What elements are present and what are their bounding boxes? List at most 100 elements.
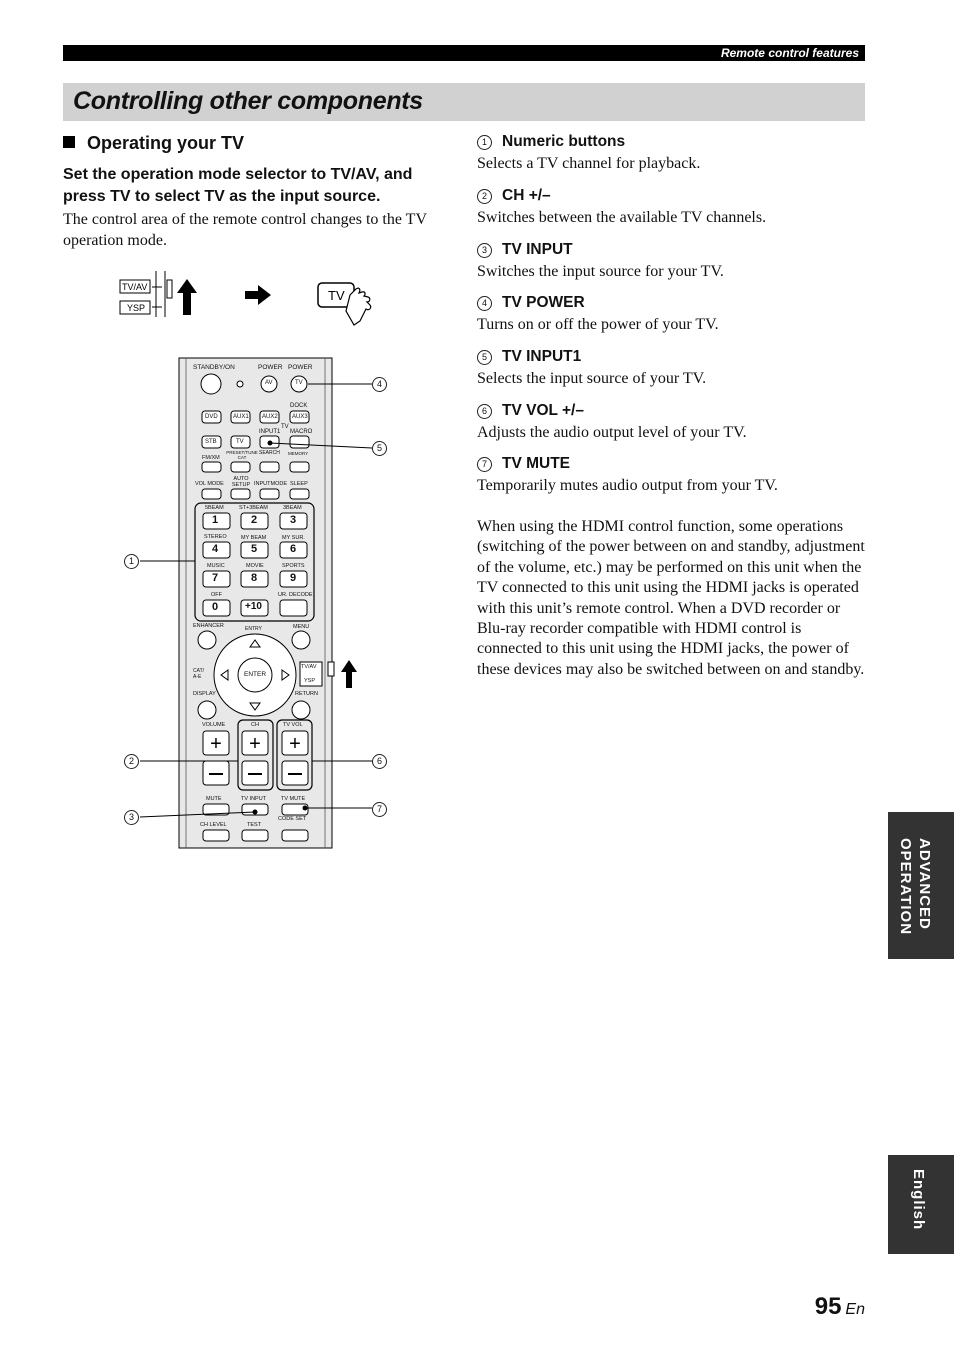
remote-label-urdecode: UR. DECODE bbox=[278, 592, 313, 598]
callout-2: 2 bbox=[124, 754, 139, 769]
item-title: TV VOL +/– bbox=[502, 402, 584, 419]
selector-label-ysp: YSP bbox=[127, 303, 145, 313]
item-title: Numeric buttons bbox=[502, 133, 626, 150]
remote-label-memory: MEMORY bbox=[288, 451, 309, 456]
remote-selector-ysp: YSP bbox=[304, 678, 316, 684]
remote-label-volmode: VOL MODE bbox=[195, 481, 224, 487]
remote-label-entry: ENTRY bbox=[245, 626, 262, 632]
remote-label-chlevel: CH LEVEL bbox=[200, 822, 227, 828]
item-number: 2 bbox=[477, 189, 492, 204]
remote-label-codeset: CODE SET bbox=[278, 816, 307, 822]
remote-label-5beam: 5BEAM bbox=[205, 505, 224, 511]
remote-digit-6: 6 bbox=[290, 543, 297, 555]
remote-label-auto-setup: AUTO SETUP bbox=[231, 476, 251, 488]
item-number: 4 bbox=[477, 296, 492, 311]
remote-label-power: POWER bbox=[258, 364, 283, 371]
remote-label-sleep: SLEEP bbox=[290, 481, 308, 487]
pointing-hand-icon bbox=[345, 287, 372, 326]
callout-7: 7 bbox=[372, 802, 387, 817]
remote-label-search: SEARCH bbox=[259, 450, 280, 456]
remote-label-dock: DOCK bbox=[290, 403, 308, 409]
remote-label-sports: SPORTS bbox=[282, 563, 305, 569]
page-number-suffix: En bbox=[845, 1301, 865, 1318]
remote-label-off: OFF bbox=[211, 592, 222, 598]
remote-label-volume: VOLUME bbox=[202, 722, 226, 728]
remote-digit-1: 1 bbox=[212, 514, 219, 526]
remote-label-mute: MUTE bbox=[206, 796, 222, 802]
chapter-tab: ADVANCED OPERATION bbox=[888, 812, 954, 959]
remote-btn-dvd: DVD bbox=[205, 414, 218, 420]
remote-label-input1: INPUT1 bbox=[259, 429, 281, 435]
language-tab-label: English bbox=[910, 1169, 927, 1231]
remote-digit-2: 2 bbox=[251, 514, 258, 526]
page-title: Controlling other components bbox=[73, 87, 423, 115]
remote-label-inputmode: INPUTMODE bbox=[254, 481, 287, 487]
chapter-tab-line1: ADVANCED bbox=[916, 838, 933, 930]
instruction-bold: Set the operation mode selector to TV/AV… bbox=[63, 166, 413, 205]
item-number: 3 bbox=[477, 243, 492, 258]
selector-label-tvav: TV/AV bbox=[122, 282, 147, 292]
remote-label-display: DISPLAY bbox=[193, 691, 216, 697]
square-bullet-icon bbox=[63, 136, 75, 148]
remote-label-enhancer: ENHANCER bbox=[193, 623, 224, 629]
hdmi-note: When using the HDMI control function, so… bbox=[477, 518, 865, 678]
remote-btn-tv: TV bbox=[236, 439, 244, 445]
item-desc: Selects a TV channel for playback. bbox=[477, 155, 701, 172]
remote-label-fmxm: FM/XM bbox=[202, 455, 220, 461]
title-bar: Controlling other components bbox=[63, 83, 865, 121]
page-number-value: 95 bbox=[814, 1293, 842, 1320]
svg-text:+: + bbox=[289, 733, 301, 755]
remote-label-st3beam: ST+3BEAM bbox=[239, 505, 268, 511]
instruction-body: The control area of the remote control c… bbox=[63, 211, 427, 249]
arrow-up-icon bbox=[177, 279, 197, 315]
remote-label-tv-small: TV bbox=[281, 424, 289, 430]
section-heading-text: Operating your TV bbox=[87, 133, 245, 153]
remote-btn-aux1: AUX1 bbox=[233, 414, 249, 420]
svg-text:+: + bbox=[210, 733, 222, 755]
item-desc: Adjusts the audio output level of your T… bbox=[477, 424, 747, 441]
remote-btn-aux2: AUX2 bbox=[262, 414, 278, 420]
remote-label-stereo: STEREO bbox=[204, 534, 227, 540]
header-bar: Remote control features bbox=[63, 45, 865, 61]
remote-digit-8: 8 bbox=[251, 572, 258, 584]
item-title: TV POWER bbox=[502, 294, 585, 311]
remote-btn-aux3: AUX3 bbox=[292, 414, 308, 420]
remote-label-3beam: 3BEAM bbox=[283, 505, 302, 511]
remote-label-mybeam: MY BEAM bbox=[241, 535, 267, 541]
item-title: TV INPUT1 bbox=[502, 348, 582, 365]
language-tab: English bbox=[888, 1155, 954, 1254]
item-number: 5 bbox=[477, 350, 492, 365]
arrow-right-icon bbox=[245, 285, 271, 305]
remote-btn-tv-power: TV bbox=[295, 380, 303, 386]
item-desc: Switches between the available TV channe… bbox=[477, 209, 767, 226]
remote-digit-0: 0 bbox=[212, 601, 219, 613]
item-desc: Switches the input source for your TV. bbox=[477, 263, 724, 280]
chapter-tab-line2: OPERATION bbox=[897, 838, 914, 936]
remote-label-macro: MACRO bbox=[290, 429, 313, 435]
callout-3: 3 bbox=[124, 810, 139, 825]
remote-digit-3: 3 bbox=[290, 514, 297, 526]
remote-label-power-tv: POWER bbox=[288, 364, 313, 371]
section-heading: Operating your TV bbox=[63, 133, 244, 154]
callout-4: 4 bbox=[372, 377, 387, 392]
remote-label-return: RETURN bbox=[295, 691, 318, 697]
remote-digit-5: 5 bbox=[251, 543, 258, 555]
remote-selector-tvav: TV/AV bbox=[301, 664, 317, 670]
callout-6: 6 bbox=[372, 754, 387, 769]
item-title: TV MUTE bbox=[502, 455, 571, 472]
remote-digit-7: 7 bbox=[212, 572, 219, 584]
remote-label-music: MUSIC bbox=[207, 563, 225, 569]
remote-btn-av: AV bbox=[265, 380, 273, 386]
remote-btn-enter: ENTER bbox=[244, 671, 267, 678]
remote-digit-9: 9 bbox=[290, 572, 297, 584]
item-desc: Selects the input source of your TV. bbox=[477, 370, 707, 387]
item-title: TV INPUT bbox=[502, 241, 573, 258]
item-number: 1 bbox=[477, 135, 492, 150]
header-section-label: Remote control features bbox=[720, 46, 859, 60]
remote-label-test: TEST bbox=[247, 822, 262, 828]
